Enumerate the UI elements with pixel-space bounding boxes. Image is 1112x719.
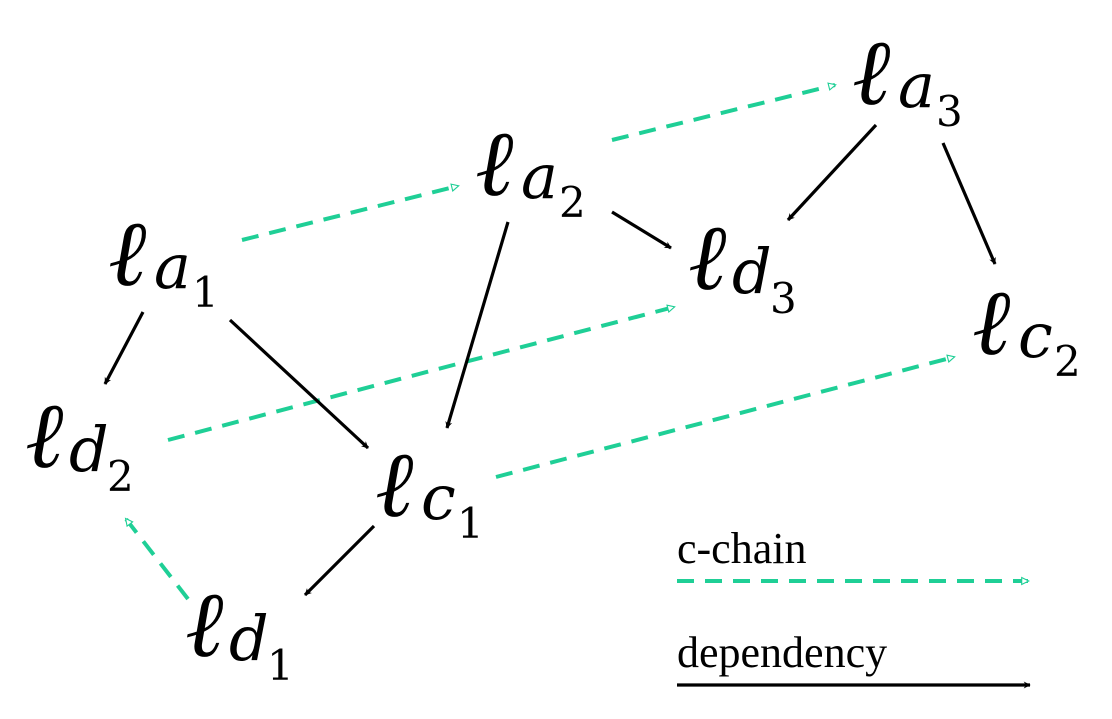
legend-dependency-label: dependency [677,628,887,677]
dependency-edge-a1-c1 [228,318,370,450]
node-a1-ell: ℓ [108,200,146,307]
node-d3-ell: ℓ [688,204,726,311]
node-c2-ell: ℓ [972,269,1010,376]
node-c1-sub: c [421,461,456,534]
node-a3: ℓ a 3 [852,19,963,136]
dependency-edge-a3-d3 [786,123,878,222]
node-a2-subsub: 2 [559,178,586,227]
dependency-edge-a2-c1 [445,221,510,429]
chain-edge-a1-a2 [241,183,460,242]
legend: c-chain dependency [677,524,1031,689]
node-d3-subsub: 3 [770,274,797,323]
chain-edge-d1-d2 [124,517,190,601]
node-a1: ℓ a 1 [108,200,219,317]
edges-layer [103,82,997,601]
legend-chain-label: c-chain [677,524,806,573]
node-a1-subsub: 1 [192,268,219,317]
node-d1-sub: d [229,602,269,675]
node-a3-ell: ℓ [852,19,890,126]
node-d1: ℓ d 1 [185,571,294,690]
chain-edge-d2-d3 [167,304,676,442]
dependency-edge-a3-c2 [941,142,997,265]
node-d1-subsub: 1 [267,641,294,690]
node-d3-sub: d [732,235,772,308]
dependency-edge-c1-d1 [303,524,376,597]
node-c1-ell: ℓ [375,431,413,538]
node-a2-sub: a [521,140,558,213]
chain-edge-c1-c2 [495,354,956,479]
node-a2-ell: ℓ [475,110,513,217]
node-d2-subsub: 2 [107,452,134,501]
node-a1-sub: a [154,230,191,303]
node-d2-ell: ℓ [25,382,63,489]
node-c1-subsub: 1 [457,499,484,548]
node-c2-subsub: 2 [1054,337,1081,386]
dependency-edge-a2-d3 [611,210,672,250]
dependency-edge-a1-d2 [103,311,145,385]
node-c2-sub: c [1018,299,1053,372]
node-a2: ℓ a 2 [475,110,586,227]
node-d1-ell: ℓ [185,571,223,678]
node-c1: ℓ c 1 [375,431,484,548]
node-d2-sub: d [69,413,109,486]
node-a3-sub: a [898,49,935,122]
node-c2: ℓ c 2 [972,269,1081,386]
node-d2: ℓ d 2 [25,382,134,501]
node-a3-subsub: 3 [936,87,963,136]
node-d3: ℓ d 3 [688,204,797,323]
chain-edge-a2-a3 [611,82,837,142]
